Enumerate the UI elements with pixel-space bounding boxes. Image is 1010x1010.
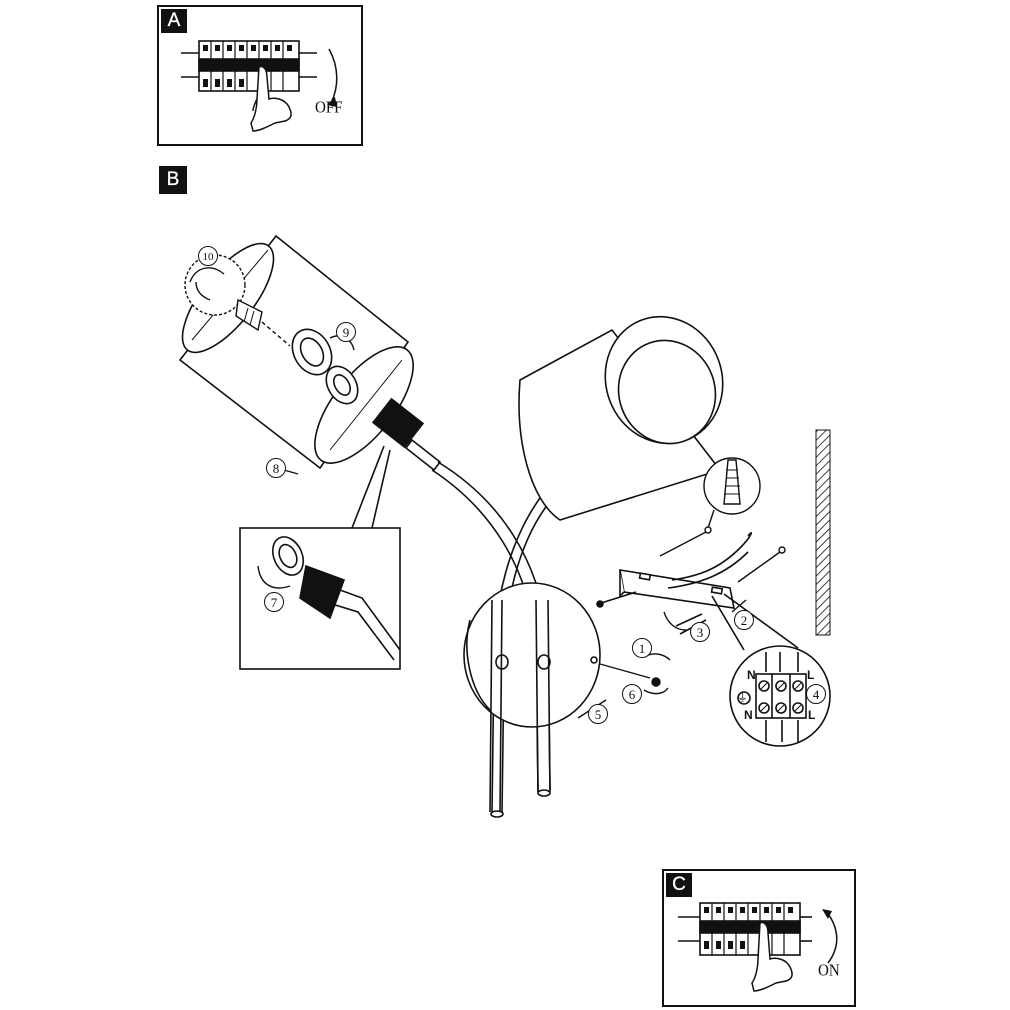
earth-icon: ⏚ (737, 692, 748, 704)
terminal-top-n: N (747, 668, 756, 682)
callout-6: 6 (622, 684, 642, 704)
breaker-switch-icon (678, 902, 838, 992)
callout-8: 8 (266, 458, 286, 478)
terminal-bottom-l: L (808, 708, 816, 722)
wall-hatch-icon (815, 429, 831, 636)
callout-2: 2 (734, 610, 754, 630)
socket-icon (371, 397, 442, 472)
on-label: ON (818, 961, 840, 981)
terminal-top-l: L (807, 668, 815, 682)
hand-icon (751, 921, 793, 992)
callout-7: 7 (264, 592, 284, 612)
lampshade-icon (518, 315, 724, 521)
step-c-panel: C (662, 869, 856, 1007)
step-c-tag: C (666, 873, 692, 897)
hand-icon (250, 65, 292, 132)
callout-3: 3 (690, 622, 710, 642)
rotate-arrow-icon (825, 910, 838, 964)
breaker-switch-icon (181, 40, 338, 132)
terminal-bottom-n: N (744, 708, 753, 722)
callout-10: 10 (198, 246, 218, 266)
callout-5: 5 (588, 704, 608, 724)
off-label: OFF (315, 98, 343, 118)
wall-plug-icon (659, 457, 786, 583)
callout-4: 4 (806, 684, 826, 704)
step-b-tag: B (159, 166, 187, 194)
callout-9: 9 (336, 322, 356, 342)
screw-icon (599, 663, 661, 687)
rotate-arrow-icon (328, 48, 338, 104)
step-a-tag: A (161, 9, 187, 33)
step-a-panel: A (157, 5, 363, 146)
callout-1: 1 (632, 638, 652, 658)
